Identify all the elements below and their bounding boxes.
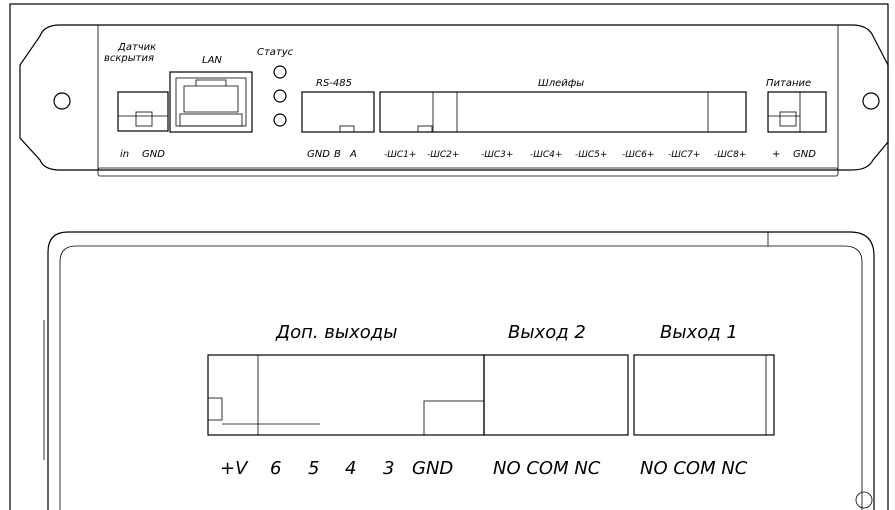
tamper-sensor-label-line1: Датчик [117,42,156,53]
rs485-pin-gnd: GND [307,149,330,160]
power-pin-gnd: GND [793,149,816,160]
loop-pin-2: -ШС2+ [427,150,459,160]
aux-pin-gnd: GND [412,458,453,479]
aux-pin-plus-v: +V [220,458,249,479]
loop-pin-8: -ШС8+ [714,150,746,160]
loop-pin-1: -ШС1+ [384,150,416,160]
status-led-2 [273,89,287,103]
status-led-1 [273,65,287,79]
rs485-label: RS-485 [316,78,352,89]
status-label: Статус [257,47,294,58]
loop-pin-6: -ШС6+ [622,150,654,160]
aux-outputs-label: Доп. выходы [275,322,397,343]
loops-label: Шлейфы [538,78,584,89]
output1-label: Выход 1 [660,322,738,343]
loop-pin-3: -ШС3+ [481,150,513,160]
rs485-pin-a: A [349,149,357,160]
bottom-panel: Доп. выходы +V 6 5 4 3 GND Выход 2 NO CO… [43,231,875,510]
lan-port [169,71,253,133]
loop-pin-7: -ШС7+ [668,150,700,160]
tamper-pin-gnd: GND [142,149,165,160]
power-terminal [767,91,827,133]
output2-label: Выход 2 [508,322,586,343]
loops-pins: -ШС1+ -ШС2+ -ШС3+ -ШС4+ -ШС5+ -ШС6+ -ШС7… [384,150,746,160]
rs485-pin-b: B [334,149,341,160]
output2-terminal [483,354,629,436]
aux-outputs-terminal [207,354,485,436]
aux-pin-4: 4 [345,458,356,479]
aux-pin-6: 6 [270,458,281,479]
loops-terminal [379,91,747,133]
output1-terminal [633,354,775,436]
aux-outputs-pins: +V 6 5 4 3 GND [220,458,453,479]
top-panel: Датчик вскрытия in GND LAN Статус RS-485… [19,24,889,177]
loop-pin-4: -ШС4+ [530,150,562,160]
mounting-hole-right [862,92,880,110]
mounting-hole-left [53,92,71,110]
lan-label: LAN [202,55,222,66]
status-led-3 [273,113,287,127]
device-outline [9,3,889,510]
power-pin-plus: + [772,149,780,160]
rs485-terminal [301,91,375,133]
power-label: Питание [766,78,811,89]
output1-pins: NO COM NC [640,458,748,479]
aux-pin-5: 5 [308,458,319,479]
output2-pins: NO COM NC [493,458,601,479]
loop-pin-5: -ШС5+ [575,150,607,160]
aux-pin-3: 3 [383,458,394,479]
tamper-sensor-terminal [117,91,169,132]
tamper-sensor-label-line2: вскрытия [104,53,154,64]
tamper-pin-in: in [120,149,129,160]
